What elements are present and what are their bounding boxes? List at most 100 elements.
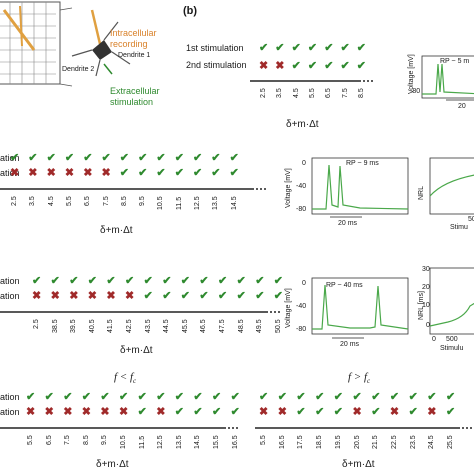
trace-box-1 (421, 55, 474, 99)
check-mark-e_left-first-4: ✔ (100, 391, 110, 403)
nrl2-ytick-2: 10 (422, 302, 430, 309)
trace3-scale: 20 ms (340, 341, 360, 348)
intracellular-label: Intracellular recording (110, 28, 157, 49)
check-mark-e_right-first-3: ✔ (315, 391, 325, 403)
check-mark-c-first-10: ✔ (193, 152, 203, 164)
check-mark-c-first-1: ✔ (28, 152, 38, 164)
tick-label-e_right-1: 16.5 (278, 435, 286, 449)
check-mark-e_left-first-9: ✔ (193, 391, 203, 403)
check-mark-d-first-10: ✔ (218, 275, 228, 287)
check-mark-e_right-second-10: ✔ (446, 406, 456, 418)
check-mark-c-first-11: ✔ (211, 152, 221, 164)
check-mark-d-second-13: ✔ (273, 290, 284, 302)
check-mark-e_right-first-6: ✔ (371, 391, 381, 403)
cross-mark-d-second-0: ✖ (32, 290, 42, 302)
trace1-scale: 20 (458, 103, 466, 110)
tick-label-d-13: 50.5 (274, 319, 282, 333)
cross-mark-e_left-second-5: ✖ (119, 406, 129, 418)
check-mark-c-first-9: ✔ (174, 152, 184, 164)
tick-label-e_right-6: 21.5 (372, 435, 380, 449)
check-mark-e_left-second-6: ✔ (137, 406, 147, 418)
axis-caption-d: δ+m·Δt (120, 345, 153, 356)
panel-label-b: (b) (183, 5, 198, 17)
check-mark-e_left-second-9: ✔ (193, 406, 203, 418)
second-stim-label: 2nd stimulation (186, 60, 247, 70)
tick-label-e_right-9: 24.5 (428, 435, 436, 449)
tick-label-e_left-8: 13.5 (175, 435, 183, 449)
check-mark-c-second-10: ✔ (193, 167, 203, 179)
cross-mark-e_left-second-4: ✖ (100, 406, 110, 418)
cross-mark-d-second-1: ✖ (50, 290, 60, 302)
check-mark-c-first-0: ✔ (10, 152, 20, 164)
tick-label-d-12: 49.5 (256, 319, 264, 333)
tick-label-d-10: 47.5 (219, 319, 226, 333)
cross-mark-c-second-5: ✖ (101, 167, 111, 179)
nrl1-xlabel: Stimu (450, 224, 468, 231)
trace1-rp: RP ~ 5 m (440, 58, 470, 65)
check-mark-e_left-second-11: ✔ (230, 406, 240, 418)
check-mark-d-second-9: ✔ (199, 290, 209, 302)
check-mark-e_right-second-4: ✔ (333, 406, 344, 418)
cross-mark-c-second-4: ✖ (83, 167, 93, 179)
cross-mark-e_right-second-1: ✖ (277, 406, 287, 418)
trace2-ytick-0: 0 (302, 160, 306, 167)
trace3-ytick-2: -80 (296, 326, 307, 333)
row-c-second-label: ation (0, 168, 20, 178)
check-mark-d-second-7: ✔ (162, 290, 172, 302)
check-mark-d-first-8: ✔ (180, 275, 191, 287)
check-mark-b-first-5: ✔ (340, 42, 350, 54)
tick-label-d-1: 38.5 (51, 319, 59, 333)
check-mark-e_left-first-11: ✔ (230, 391, 240, 403)
check-mark-d-first-9: ✔ (199, 275, 209, 287)
tick-label-b-2: 4.5 (292, 87, 300, 98)
check-mark-e_left-second-8: ✔ (174, 406, 185, 418)
cross-mark-e_left-second-0: ✖ (26, 406, 36, 418)
voltage-trace-2 (312, 164, 409, 210)
tick-label-c-11: 13.5 (212, 196, 220, 210)
check-mark-d-first-11: ✔ (236, 275, 246, 287)
tick-label-c-4: 6.5 (84, 195, 92, 206)
tick-label-c-8: 10.5 (157, 196, 165, 210)
tick-label-e_left-9: 14.5 (194, 435, 202, 449)
check-mark-e_right-first-0: ✔ (259, 391, 269, 403)
voltage-trace-1 (422, 63, 474, 95)
first-stim-label: 1st stimulation (186, 43, 244, 53)
check-mark-b-second-4: ✔ (324, 60, 334, 72)
voltage-trace-3 (312, 284, 409, 330)
trace-box-3 (311, 277, 409, 335)
dendrite2-label: Dendrite 2 (62, 66, 95, 73)
check-mark-e_right-second-2: ✔ (296, 406, 306, 418)
cross-mark-e_left-second-2: ✖ (63, 406, 73, 418)
check-mark-d-first-2: ✔ (69, 275, 79, 287)
electrode-array-schematic (0, 1, 73, 87)
neuron-schematic (71, 9, 131, 77)
check-mark-d-second-12: ✔ (255, 290, 265, 302)
check-mark-b-first-3: ✔ (307, 42, 318, 54)
cross-mark-c-second-0: ✖ (10, 167, 20, 179)
check-mark-e_right-first-9: ✔ (427, 391, 437, 403)
cross-mark-d-second-5: ✖ (125, 290, 135, 302)
check-mark-b-first-0: ✔ (259, 42, 269, 54)
scale-bars (330, 99, 474, 339)
check-mark-c-first-3: ✔ (64, 152, 75, 164)
axis-caption-c: δ+m·Δt (100, 225, 133, 236)
check-mark-c-second-9: ✔ (174, 167, 184, 179)
check-mark-d-first-6: ✔ (143, 275, 153, 287)
cross-mark-b-second-1: ✖ (275, 60, 285, 72)
check-mark-c-second-7: ✔ (138, 167, 148, 179)
check-mark-b-second-2: ✔ (291, 60, 301, 72)
row-d-first-label: ation (0, 276, 20, 286)
nrl-curve-1 (429, 174, 474, 197)
check-mark-e_left-first-7: ✔ (156, 391, 166, 403)
check-mark-e_right-first-4: ✔ (333, 391, 344, 403)
tick-label-e_right-10: 25.5 (447, 435, 454, 449)
check-mark-c-first-5: ✔ (101, 152, 111, 164)
check-mark-e_right-first-5: ✔ (352, 391, 362, 403)
check-mark-e_right-second-6: ✔ (371, 406, 381, 418)
check-mark-b-first-2: ✔ (291, 42, 301, 54)
tick-label-e_left-0: 5.5 (27, 434, 34, 445)
tick-label-c-1: 3.5 (29, 195, 37, 206)
tick-label-e_right-7: 22.5 (390, 435, 398, 449)
dendrite1-label: Dendrite 1 (118, 52, 151, 59)
check-mark-e_left-second-10: ✔ (212, 406, 222, 418)
